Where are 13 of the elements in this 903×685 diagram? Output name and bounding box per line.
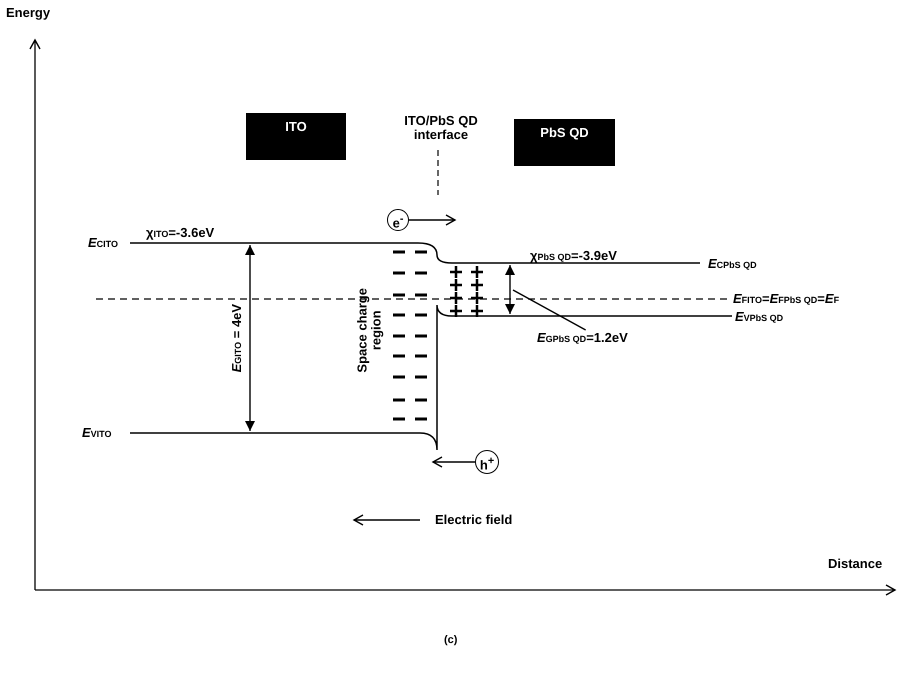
material-block: PbS QD (514, 119, 615, 166)
field-label: Electric field (435, 513, 512, 528)
leader-line (512, 289, 586, 331)
axis-label: Energy (6, 6, 50, 20)
arrow (432, 456, 475, 468)
interface-label: ITO/PbS QD interface (403, 114, 479, 143)
arrow (409, 214, 456, 226)
hole-circle: h$^{+}$ (475, 450, 499, 474)
electron-circle: e$^{-}$ (387, 209, 409, 231)
axis-label: Distance (828, 557, 882, 572)
region-label: Space charge region (356, 286, 384, 374)
material-block: ITO (246, 113, 346, 160)
caption: (c) (444, 634, 458, 646)
